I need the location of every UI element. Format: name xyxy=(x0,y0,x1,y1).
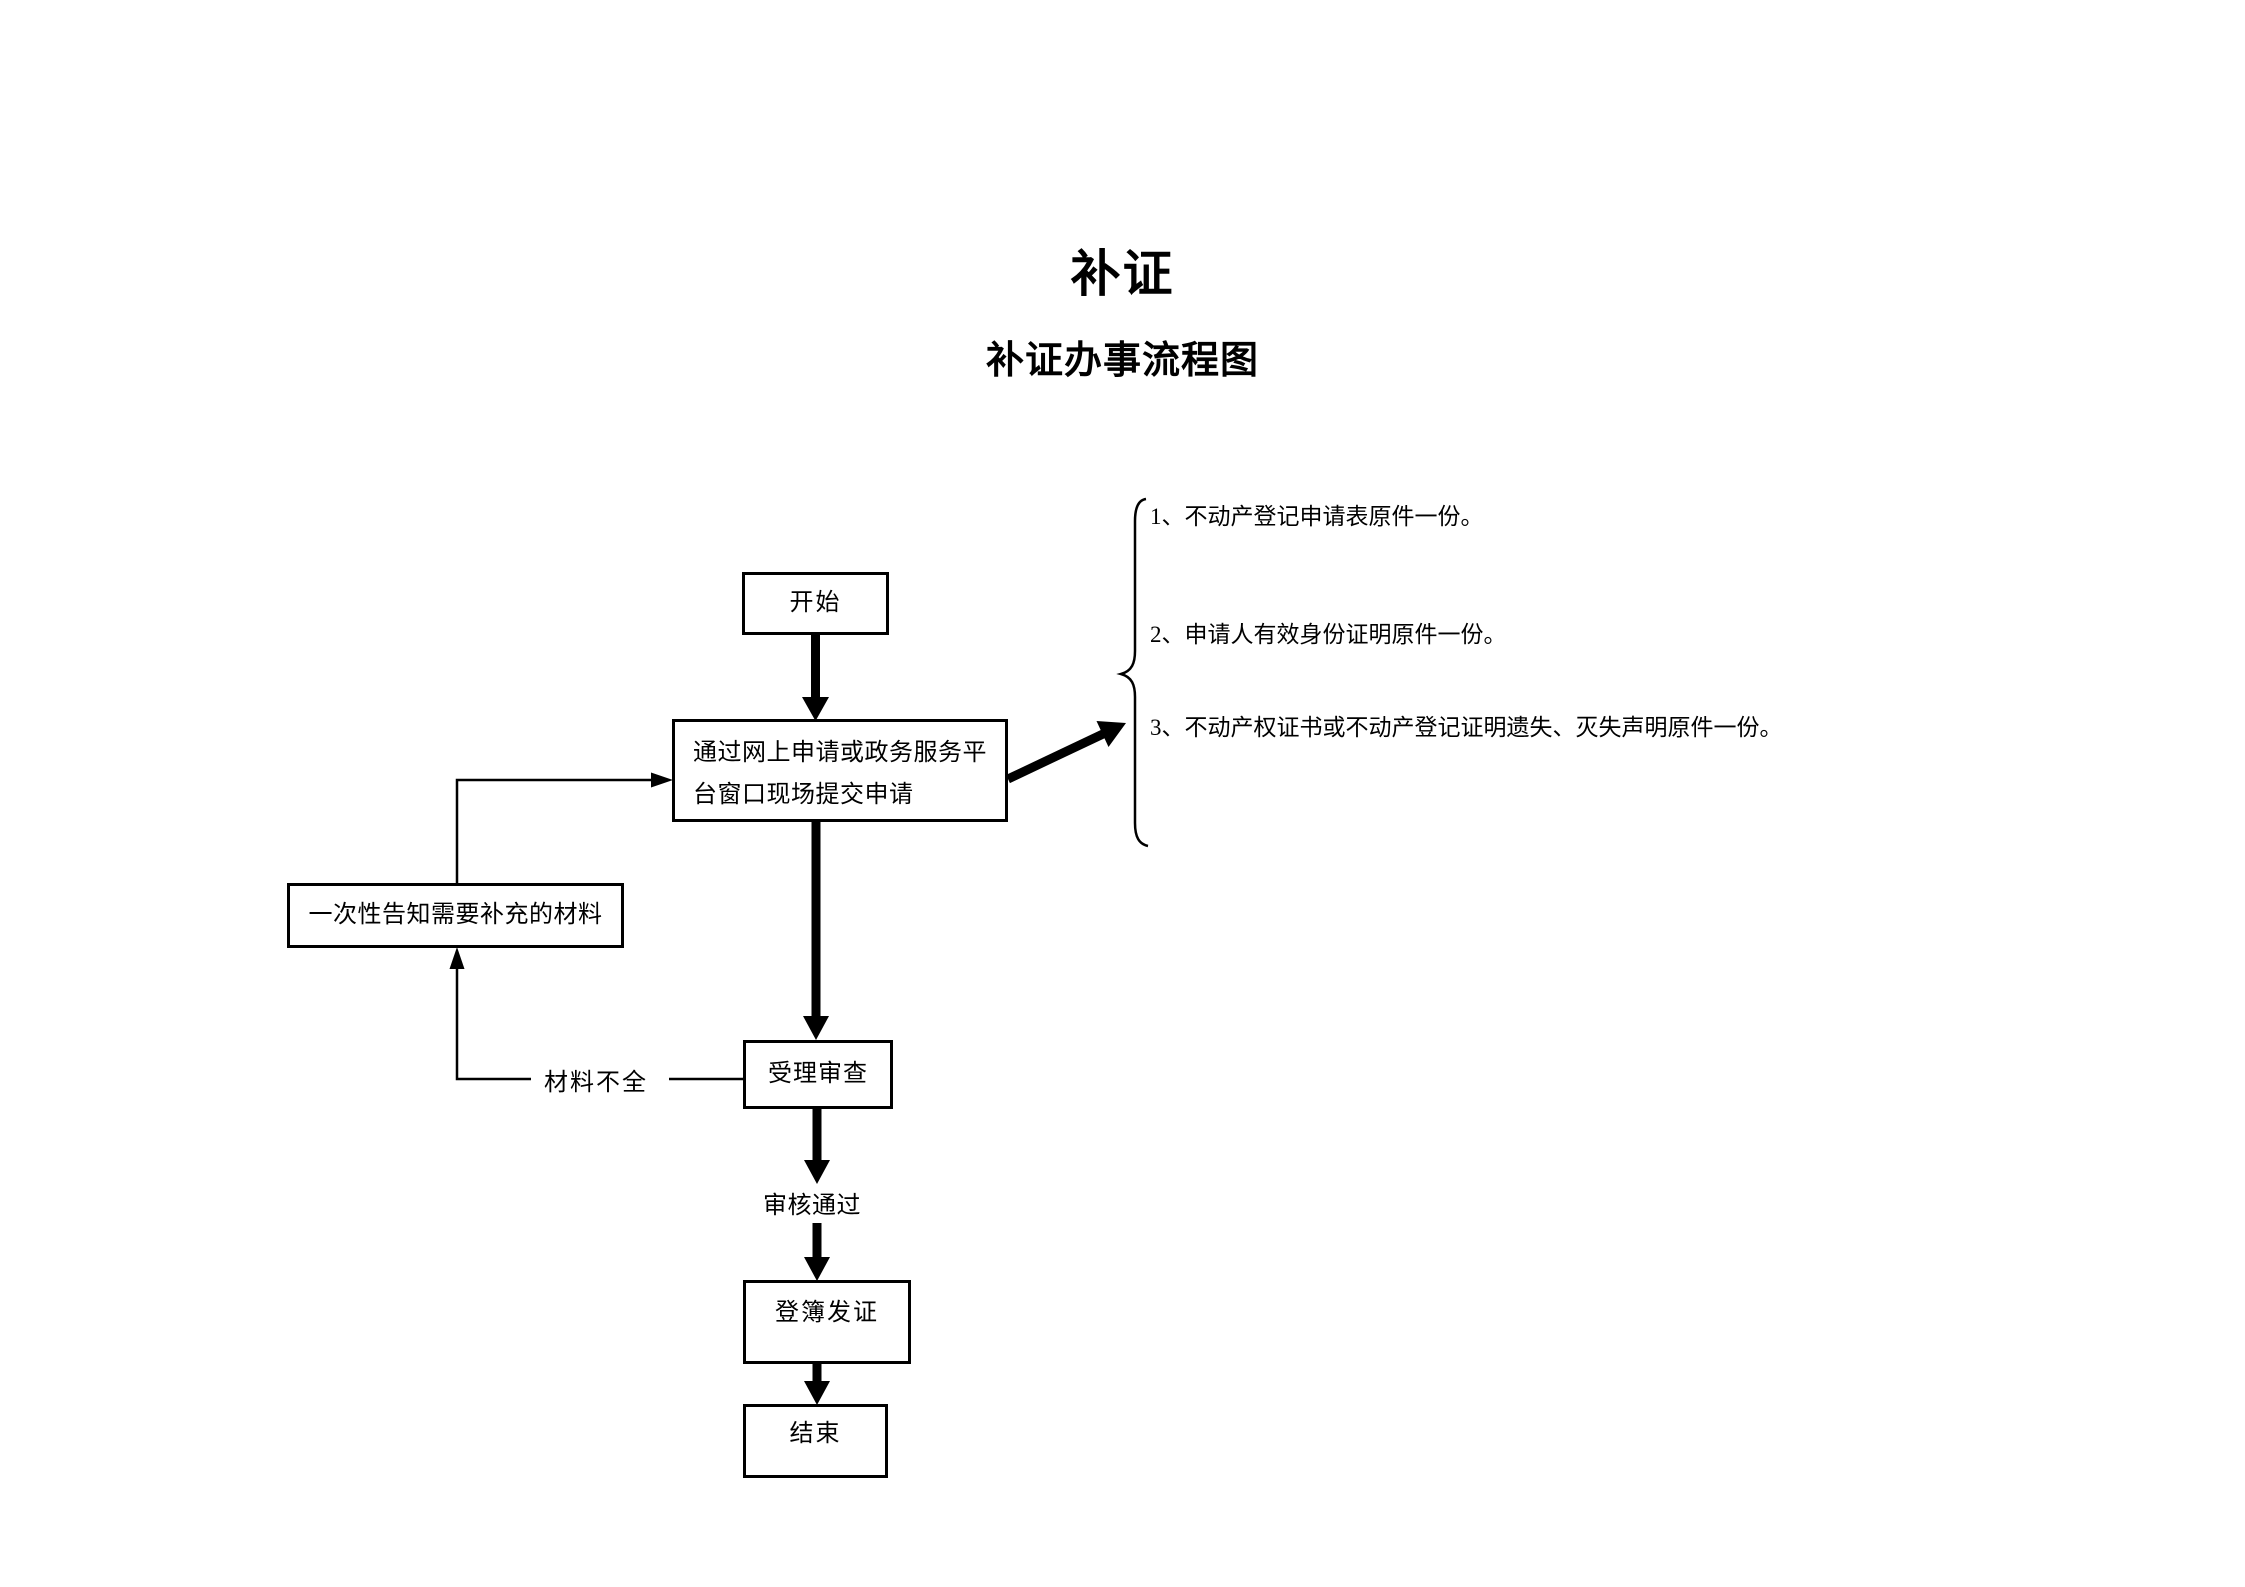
flow-node-supplement-notice-label: 一次性告知需要补充的材料 xyxy=(308,901,603,928)
flow-node-finish: 结束 xyxy=(743,1404,888,1478)
arrow-approved-to-register xyxy=(804,1223,830,1281)
arrow-review-to-approved-label xyxy=(804,1109,830,1184)
flow-node-register-issue: 登簿发证 xyxy=(743,1280,911,1364)
arrow-submit-to-materials xyxy=(1006,721,1126,784)
flow-node-submit-application: 通过网上申请或政务服务平 台窗口现场提交申请 xyxy=(672,719,1008,822)
connector-review-to-notice xyxy=(449,947,743,1081)
edge-label-materials-incomplete: 材料不全 xyxy=(544,1070,648,1096)
edge-label-review-approved: 审核通过 xyxy=(763,1193,861,1219)
arrow-submit-to-review xyxy=(803,822,829,1040)
materials-item: 3、不动产权证书或不动产登记证明遗失、灭失声明原件一份。 xyxy=(1150,715,1783,740)
materials-brace xyxy=(1116,497,1149,848)
arrow-start-to-submit xyxy=(802,635,829,721)
arrow-register-to-finish xyxy=(804,1364,830,1405)
flow-node-start-label: 开始 xyxy=(789,589,842,616)
flow-node-register-issue-label: 登簿发证 xyxy=(775,1300,879,1327)
page-title: 补证 xyxy=(1070,246,1175,302)
flow-node-accept-review: 受理审查 xyxy=(743,1040,893,1109)
flow-node-submit-line-2: 台窗口现场提交申请 xyxy=(693,782,914,808)
page-subtitle: 补证办事流程图 xyxy=(985,340,1259,382)
flow-node-start: 开始 xyxy=(742,572,889,635)
connector-notice-to-submit xyxy=(455,772,673,883)
flow-node-submit-line-1: 通过网上申请或政务服务平 xyxy=(693,740,987,766)
flow-node-accept-review-label: 受理审查 xyxy=(768,1060,868,1087)
materials-item: 1、不动产登记申请表原件一份。 xyxy=(1150,504,1484,529)
materials-item: 2、申请人有效身份证明原件一份。 xyxy=(1150,622,1507,647)
flow-node-finish-label: 结束 xyxy=(789,1421,842,1448)
flow-node-supplement-notice: 一次性告知需要补充的材料 xyxy=(287,883,624,948)
